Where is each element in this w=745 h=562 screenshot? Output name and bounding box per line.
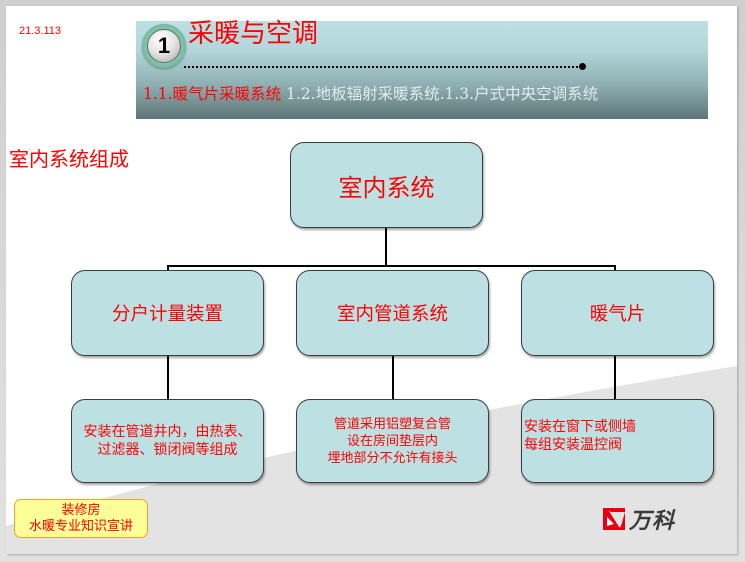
detail-line: 埋地部分不允许有接头: [327, 450, 458, 466]
subsection-nav: 1.1.暖气片采暖系统 1.2.地板辐射采暖系统.1.3.户式中央空调系统: [143, 84, 598, 104]
detail-line: 安装在窗下或侧墙: [524, 419, 636, 435]
connector-to-child-3: [614, 265, 616, 271]
node-indoor-piping: 室内管道系统: [296, 270, 489, 356]
footer-tag-line-1: 装修房: [61, 502, 101, 518]
connector-root-down: [385, 228, 387, 266]
subnav-item-active[interactable]: 1.1.暖气片采暖系统: [143, 85, 282, 103]
footer-tag-line-2: 水暖专业知识宣讲: [28, 518, 133, 534]
connector-child-1-detail: [167, 356, 169, 400]
title-divider: [184, 66, 582, 68]
detail-line: 过滤器、锁闭阀等组成: [97, 442, 238, 458]
detail-line: 管道采用铝塑复合管: [333, 416, 451, 432]
footer-topic-tag: 装修房 水暖专业知识宣讲: [14, 499, 148, 538]
node-metering-device: 分户计量装置: [71, 270, 264, 356]
connector-child-3-detail: [614, 356, 616, 400]
section-number-badge: 1: [142, 24, 186, 68]
section-number: 1: [147, 29, 181, 63]
vanke-logo-text: 万科: [629, 509, 676, 534]
connector-horizontal: [167, 265, 616, 267]
node-label: 室内系统: [338, 173, 435, 202]
header-band: [136, 21, 708, 119]
page-heading: 室内系统组成: [9, 147, 129, 171]
node-label: 室内管道系统: [336, 304, 448, 325]
divider-endpoint-dot: [579, 63, 586, 70]
subnav-item-others[interactable]: 1.2.地板辐射采暖系统.1.3.户式中央空调系统: [281, 85, 599, 103]
detail-line: 每组安装温控阀: [524, 437, 622, 453]
detail-line: 设在房间垫层内: [346, 433, 438, 449]
detail-line: 安装在管道井内，由热表、: [83, 424, 252, 440]
vanke-logo: 万科: [602, 505, 676, 534]
node-radiator: 暖气片: [521, 270, 714, 356]
node-radiator-detail: 安装在窗下或侧墙 每组安装温控阀: [521, 399, 714, 483]
connector-child-2-detail: [392, 356, 394, 400]
node-root-indoor-system: 室内系统: [290, 142, 483, 228]
node-label: 暖气片: [589, 304, 646, 325]
node-label: 分户计量装置: [111, 304, 223, 325]
node-metering-device-detail: 安装在管道井内，由热表、 过滤器、锁闭阀等组成: [71, 399, 264, 483]
connector-to-child-1: [167, 265, 169, 271]
section-title: 采暖与空调: [188, 19, 319, 49]
slide-date: 21.3.113: [19, 25, 62, 37]
vanke-logo-icon: [603, 508, 625, 530]
node-indoor-piping-detail: 管道采用铝塑复合管 设在房间垫层内 埋地部分不允许有接头: [296, 399, 489, 483]
